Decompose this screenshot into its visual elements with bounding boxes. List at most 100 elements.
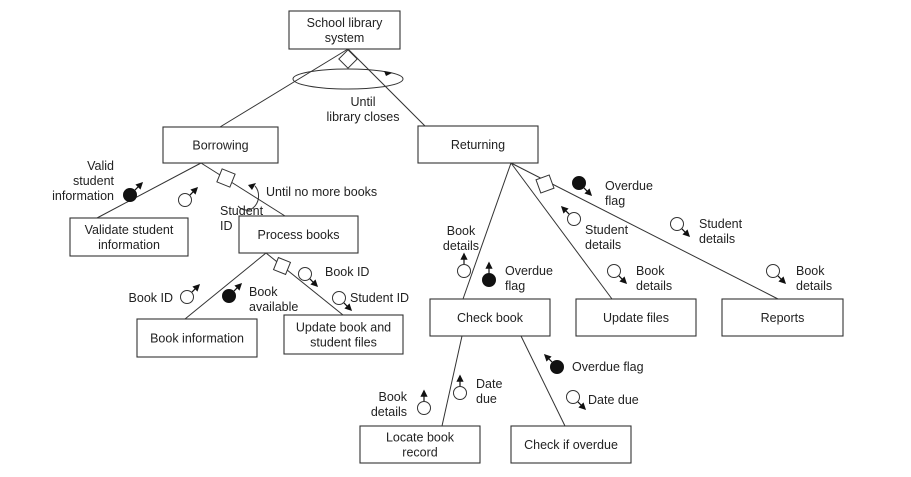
couple-label-date-due-1-line: Date [476,377,502,391]
couple-label-overdue-flag-3: Overdue flag [572,360,644,374]
couple-arrow-icon [309,278,319,288]
couple-label-book-available-line: Book [249,285,278,299]
module-label-borrowing-line: Borrowing [192,139,248,153]
control-flag-icon [572,176,586,190]
loop-icon [237,185,260,211]
module-label-locate-record-line: Locate book [386,431,455,445]
data-couple-icon [567,212,581,226]
couple-label-book-details-2-line: Book [636,264,665,278]
module-check-book [429,298,551,337]
data-couple-icon [180,290,194,304]
module-process-books [238,215,359,254]
couple-label-valid-student-info-line: student [73,174,115,188]
module-label-returning-line: Returning [451,138,505,152]
couple-arrow-icon [343,302,353,312]
control-flag-icon [550,360,564,374]
data-couple-icon [332,291,346,305]
couple-label-date-due-1-line: due [476,392,497,406]
couple-arrow-icon [681,228,691,238]
connector-line [510,162,779,300]
module-label-process-books: Process books [258,228,340,242]
module-label-reports-line: Reports [761,311,805,325]
data-couple-icon [766,264,780,278]
module-label-root-line: School library [307,16,383,30]
couple-label-book-id-1: Book ID [129,291,173,305]
module-label-check-overdue-line: Check if overdue [524,438,618,452]
loop-label: Until no more books [266,185,377,199]
couple-label-book-id-2: Book ID [325,265,369,279]
module-label-update-book-student-line: Update book and [296,321,391,335]
couple-label-student-id-2-line: Student ID [350,291,409,305]
couple-label-book-id-1-line: Book ID [129,291,173,305]
couple-arrow-icon [560,205,570,215]
module-root [288,10,401,50]
connector-line [520,335,566,427]
module-reports [721,298,844,337]
module-returning [417,125,539,164]
data-couple-icon [417,401,431,415]
module-label-returning: Returning [451,138,505,152]
couple-label-student-details-2-line: Student [699,217,743,231]
module-label-update-files: Update files [603,311,669,325]
couple-label-student-id-2: Student ID [350,291,409,305]
loop-arrow-icon [384,71,392,76]
module-label-check-book-line: Check book [457,311,524,325]
couple-label-book-details-3-line: Book [796,264,825,278]
couple-arrow-icon [777,275,787,285]
data-couple-icon [453,386,467,400]
module-label-update-book-student-line: student files [310,336,377,350]
control-flag-icon [123,188,137,202]
decision-diamond-icon [272,256,292,276]
connector-line [510,162,613,300]
module-label-process-books-line: Process books [258,228,340,242]
decision-diamond-icon [535,174,555,194]
couple-label-date-due-2: Date due [588,393,639,407]
couple-arrow-icon [134,181,144,191]
connector-line [441,335,463,427]
module-locate-record [359,425,481,464]
couple-arrow-icon [189,186,199,196]
control-flag-icon [482,273,496,287]
couple-arrow-icon [233,282,243,292]
data-couples [123,176,787,415]
connector-lines [96,48,779,427]
couple-arrow-icon [583,187,593,197]
data-couple-icon [566,390,580,404]
couple-arrow-icon [577,401,587,411]
couple-label-student-id-1-line: ID [220,219,233,233]
data-couple-icon [298,267,312,281]
data-couple-icon [178,193,192,207]
couple-label-overdue-flag-1-line: flag [605,194,625,208]
module-label-book-information: Book information [150,332,244,346]
couple-label-student-id-1-line: Student [220,204,264,218]
couple-label-book-details-4-line: details [371,405,407,419]
loop-label-line: Until no more books [266,185,377,199]
couple-label-book-details-2-line: details [636,279,672,293]
couple-label-book-id-2-line: Book ID [325,265,369,279]
couple-label-valid-student-info-line: information [52,189,114,203]
data-couple-icon [670,217,684,231]
module-label-check-overdue: Check if overdue [524,438,618,452]
couple-label-book-details-3-line: details [796,279,832,293]
module-label-check-book: Check book [457,311,524,325]
loop-arrow-icon [248,183,256,190]
module-update-book-student [283,314,404,355]
module-check-overdue [510,425,632,464]
module-label-update-files-line: Update files [603,311,669,325]
module-label-validate-line: Validate student [85,223,174,237]
connector-line [347,48,426,127]
couple-arrow-icon [543,353,553,363]
